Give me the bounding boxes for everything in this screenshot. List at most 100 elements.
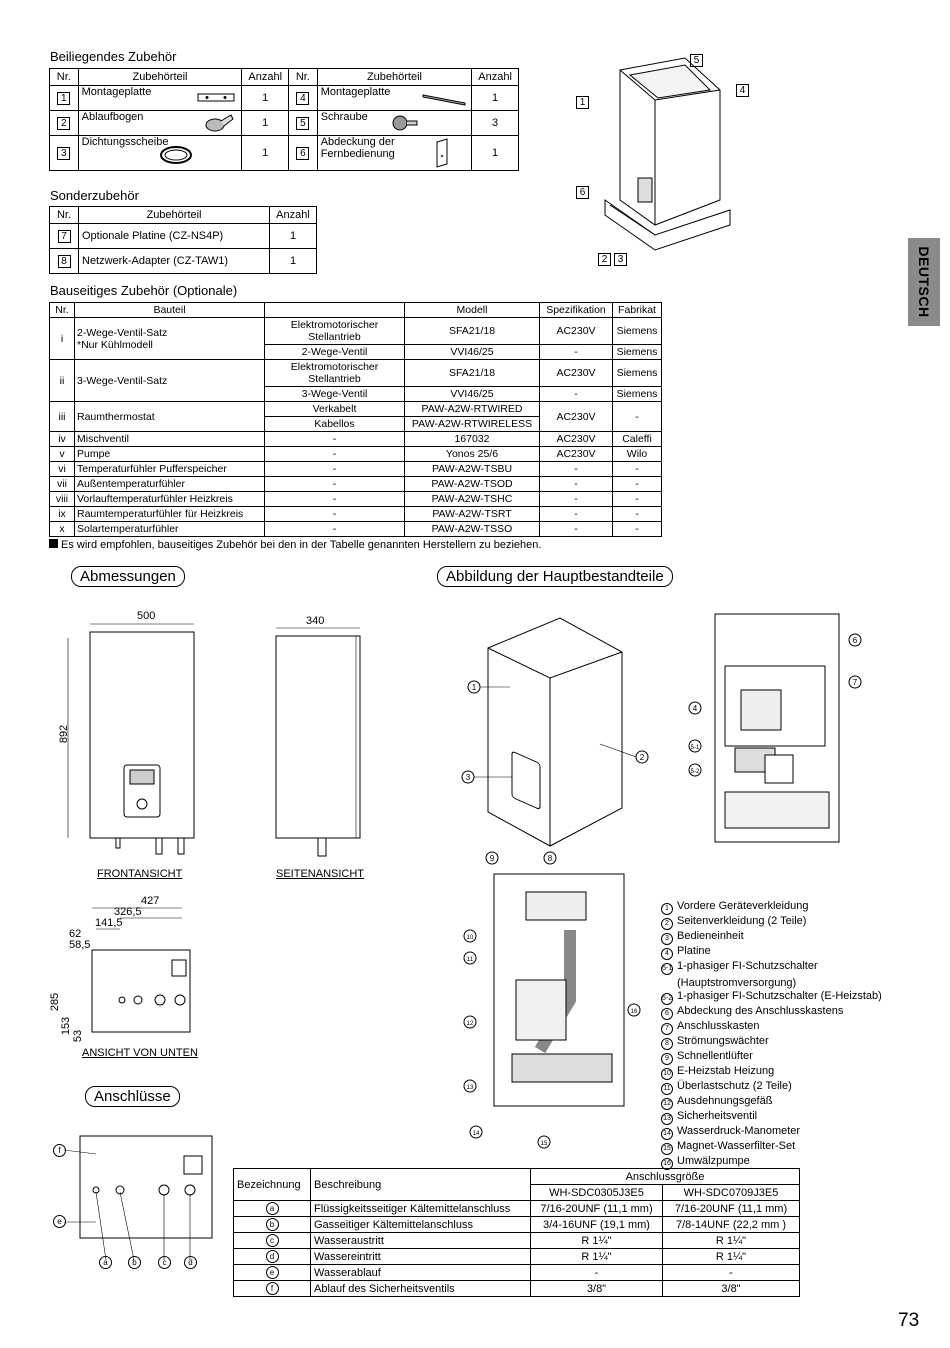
table-row: Kabellos PAW-A2W-RTWIRELESS <box>50 416 662 432</box>
row-size-1: R 1¼" <box>530 1248 663 1265</box>
item-number: 4 <box>296 91 310 105</box>
col-maker: Fabrikat <box>612 302 662 318</box>
row-maker: - <box>612 476 662 492</box>
col-qty: Anzahl <box>269 206 317 224</box>
svg-text:15: 15 <box>541 1141 548 1147</box>
row-size-1: - <box>530 1264 663 1281</box>
legend-text: (Hauptstromversorgung) <box>677 977 797 989</box>
row-component: - <box>264 431 405 447</box>
table-row: 1 Montageplatte 1 4 Montageplatte 1 <box>49 85 519 111</box>
front-view-drawing <box>67 623 195 855</box>
row-model: PAW-A2W-RTWIRELESS <box>404 416 540 432</box>
row-model: Yonos 25/6 <box>404 446 540 462</box>
row-spec: - <box>539 344 613 360</box>
item-name: Dichtungsscheibe <box>81 136 169 148</box>
row-key: a <box>265 1202 279 1215</box>
row-model: PAW-A2W-TSBU <box>404 461 540 477</box>
row-spec: AC230V <box>539 401 613 432</box>
item-qty: 1 <box>471 85 519 111</box>
item-number: 7 <box>57 229 71 243</box>
callout-b: b <box>128 1256 141 1269</box>
row-spec: - <box>539 506 613 522</box>
col-spec: Spezifikation <box>539 302 613 318</box>
bullet-square-icon <box>49 539 58 548</box>
row-maker: - <box>612 461 662 477</box>
table-row: 8 Netzwerk-Adapter (CZ-TAW1) 1 <box>49 248 317 274</box>
row-description: Wassereintritt <box>310 1248 531 1265</box>
row-description: Gasseitiger Kältemittelanschluss <box>310 1216 531 1233</box>
row-maker: Siemens <box>612 386 662 402</box>
callout-d: d <box>184 1256 197 1269</box>
item-number: 3 <box>57 146 71 160</box>
item-number: 1 <box>57 91 71 105</box>
row-model: VVI46/25 <box>404 386 540 402</box>
callout-e: e <box>53 1215 66 1228</box>
callout-4: 4 <box>736 84 749 97</box>
bottom-view-label: ANSICHT VON UNTEN <box>82 1047 198 1059</box>
side-view-drawing <box>275 627 361 857</box>
row-component: - <box>264 446 405 462</box>
item-number: 2 <box>57 116 71 130</box>
svg-text:7: 7 <box>853 678 858 687</box>
callout-1: 1 <box>576 96 589 109</box>
legend-text: 1-phasiger FI-Schutzschalter (E-Heizstab… <box>677 989 882 1002</box>
row-key: b <box>265 1218 279 1231</box>
row-component: - <box>264 476 405 492</box>
legend-number: 11 <box>661 1082 673 1095</box>
item-qty: 1 <box>241 85 290 111</box>
row-component: Verkabelt <box>264 401 405 417</box>
item-qty: 1 <box>269 223 317 249</box>
row-part: Mischventil <box>74 431 265 447</box>
row-component: - <box>264 461 405 477</box>
unit-internal-drawing: 9 8 10 11 12 13 16 14 15 <box>463 851 641 1149</box>
table-row: i 2-Wege-Ventil-Satz *Nur Kühlmodell Ele… <box>49 317 662 360</box>
row-maker: Wilo <box>612 446 662 462</box>
row-maker: - <box>612 491 662 507</box>
row-spec: AC230V <box>539 446 613 462</box>
table-row: 3-Wege-Ventil VVI46/25 - Siemens <box>50 386 662 402</box>
svg-text:8: 8 <box>548 854 553 863</box>
svg-text:6: 6 <box>853 636 858 645</box>
row-model: PAW-A2W-RTWIRED <box>404 401 540 417</box>
item-name: Montageplatte <box>81 86 152 98</box>
svg-text:12: 12 <box>467 1021 474 1027</box>
svg-text:5-1: 5-1 <box>691 745 700 751</box>
dim-58: 58,5 <box>69 939 91 951</box>
row-nr: v <box>49 446 75 462</box>
row-part: Solartemperaturfühler <box>74 521 265 537</box>
legend-text: Umwälzpumpe <box>677 1154 750 1167</box>
col-nr: Nr. <box>49 68 79 86</box>
item-name: Abdeckung der Fernbedienung <box>320 136 395 160</box>
row-spec: - <box>539 491 613 507</box>
legend-number: 2 <box>661 918 673 930</box>
special-table: Nr. Zubehörteil Anzahl 7 Optionale Plati… <box>49 206 317 274</box>
col-nr: Nr. <box>49 206 79 224</box>
svg-text:13: 13 <box>467 1085 474 1091</box>
col-qty: Anzahl <box>241 68 290 86</box>
optional-table: Nr. Bauteil Modell Spezifikation Fabrika… <box>49 302 662 537</box>
item-name: Montageplatte <box>320 86 391 98</box>
item-name: Ablaufbogen <box>81 111 144 123</box>
row-key-cell: a <box>233 1200 311 1217</box>
row-size-1: 7/16-20UNF (11,1 mm) <box>530 1200 663 1217</box>
language-tab-label: DEUTSCH <box>916 246 932 318</box>
row-key: e <box>265 1266 279 1279</box>
gasket-ring-icon <box>160 146 193 164</box>
row-model: PAW-A2W-TSSO <box>404 521 540 537</box>
item-qty: 1 <box>241 110 290 136</box>
row-nr: iii <box>49 401 75 432</box>
legend-number: 13 <box>661 1112 673 1125</box>
col-model-2: WH-SDC0709J3E5 <box>662 1184 800 1201</box>
unit-open-front-drawing: 6 7 4 5-1 5-2 <box>688 613 862 843</box>
item-qty: 3 <box>471 110 519 136</box>
callout-c: c <box>158 1256 171 1269</box>
